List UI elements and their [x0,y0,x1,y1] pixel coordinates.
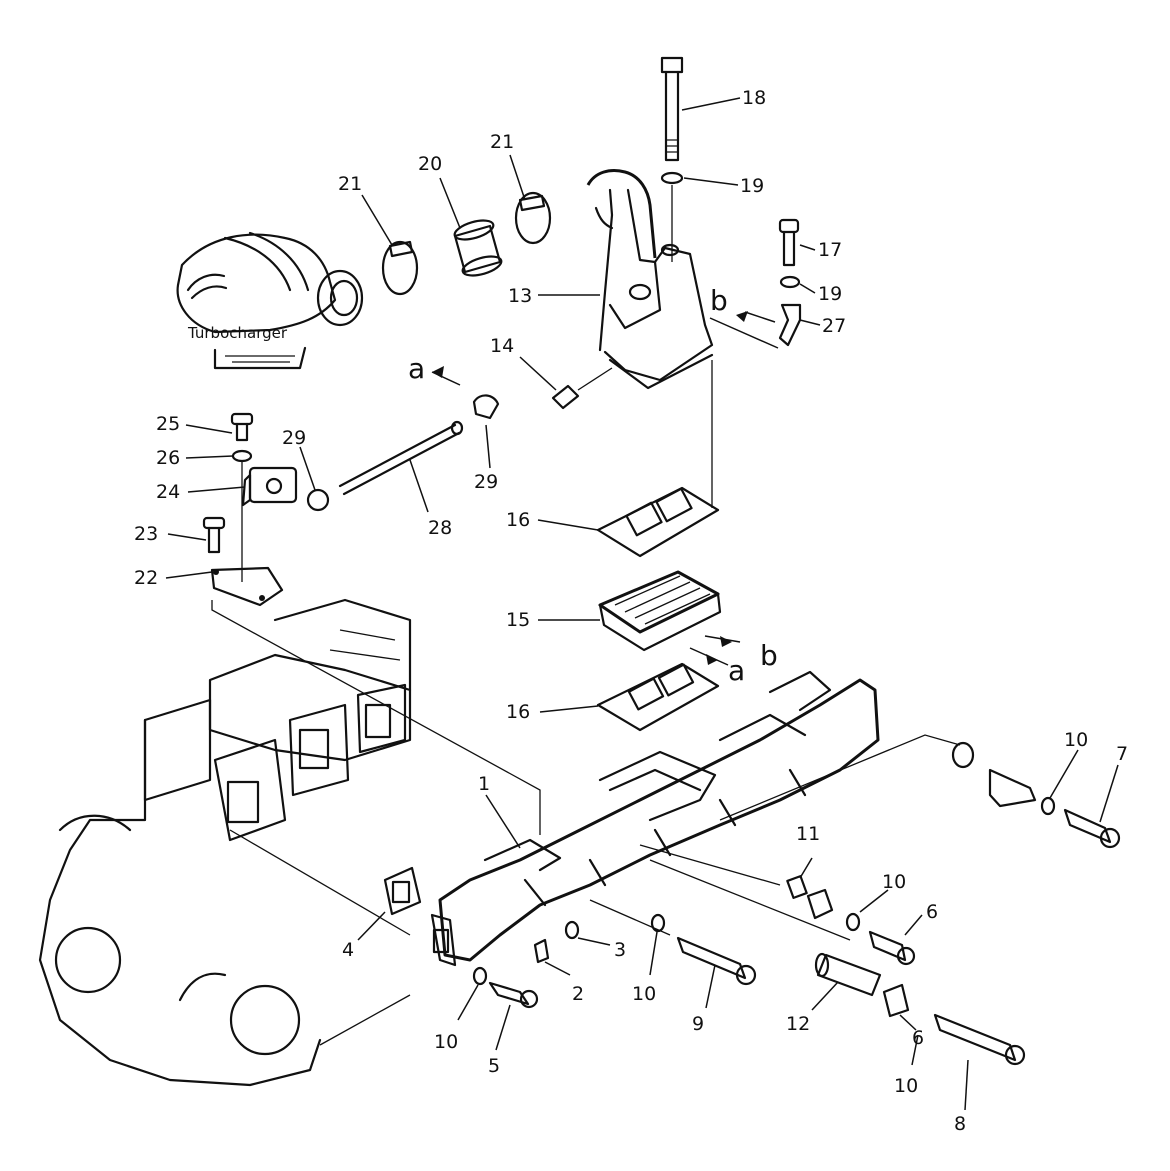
bolt-23 [202,516,226,554]
callout-1: 1 [478,773,490,795]
plate-22 [210,566,284,607]
ref-b-lower: b [760,639,778,672]
bolt-9 [676,936,757,986]
callout-14: 14 [490,335,514,357]
bolt-8 [933,1013,1026,1066]
bolt-6 [868,930,916,966]
washer-19-lower [779,275,801,289]
bracket-27 [778,303,802,347]
callout-27: 27 [822,315,846,337]
tube-28 [338,420,464,496]
callout-10-e: 10 [1064,729,1088,751]
callout-28: 28 [428,517,452,539]
block-24 [241,466,298,507]
engine-block [38,598,412,1087]
callout-25: 25 [156,413,180,435]
callout-8: 8 [954,1113,966,1135]
callout-21-left: 21 [338,173,362,195]
clamp-21-left [381,240,419,296]
callout-29-upper: 29 [474,471,498,493]
elbow-29-upper [472,394,500,420]
sensor-14 [551,367,613,410]
callout-17: 17 [818,239,842,261]
washer-10-c [845,912,861,932]
air-connector-13 [586,169,714,390]
ref-a-lower: a [728,654,745,687]
gasket-16-lower [596,662,720,732]
washer-10-b [650,913,666,933]
callout-29-lower: 29 [282,427,306,449]
elbow-29-lower [306,488,330,512]
callout-21-right: 21 [490,131,514,153]
pipe-12 [814,952,882,997]
callout-6-upper: 6 [926,901,938,923]
plug-2 [533,938,550,964]
callout-4: 4 [342,939,354,961]
bolt-5 [488,981,539,1009]
callout-5: 5 [488,1055,500,1077]
plug-3 [564,920,580,940]
bolt-25 [230,412,254,442]
hose-20 [453,219,503,277]
washer-26 [231,449,253,463]
ref-b-upper: b [710,284,728,317]
callout-2: 2 [572,983,584,1005]
washer-10-d [1040,796,1056,816]
plate-6-upper [806,888,834,920]
ref-a-upper: a [408,352,425,385]
bolt-7 [1063,808,1121,849]
leader-lines [165,97,1119,1111]
callout-12: 12 [786,1013,810,1035]
gasket-16-upper [596,486,720,558]
callout-10-a: 10 [632,983,656,1005]
sleeve-11 [786,875,808,899]
callout-16-upper: 16 [506,509,530,531]
callout-22: 22 [134,567,158,589]
turbocharger-label: Turbocharger [187,324,288,342]
turbocharger-drawing [176,231,364,370]
callout-6-lower: 6 [912,1027,924,1049]
callout-19-lower: 19 [818,283,842,305]
callout-23: 23 [134,523,158,545]
gasket-4 [383,866,422,916]
callout-13: 13 [508,285,532,307]
callout-10-d: 10 [894,1075,918,1097]
callout-15: 15 [506,609,530,631]
alignment-lines [211,600,961,941]
callout-19-upper: 19 [740,175,764,197]
plate-6-lower [882,983,910,1018]
callout-10-c: 10 [882,871,906,893]
reference-arrows [432,311,748,665]
clamp-21-right [514,191,552,245]
callout-26: 26 [156,447,180,469]
washer-10-a [472,966,488,986]
callout-7: 7 [1116,743,1128,765]
callout-20: 20 [418,153,442,175]
aftercooler-15 [598,570,722,652]
callout-3: 3 [614,939,626,961]
bolt-18 [660,56,684,162]
callout-10-b: 10 [434,1031,458,1053]
callout-18: 18 [742,87,766,109]
callout-9: 9 [692,1013,704,1035]
exhaust-manifold [430,670,880,967]
bolt-17 [778,218,800,267]
washer-19-upper [660,171,684,185]
elbow-right [951,741,1037,808]
callout-16-lower: 16 [506,701,530,723]
callout-24: 24 [156,481,180,503]
callout-11: 11 [796,823,820,845]
